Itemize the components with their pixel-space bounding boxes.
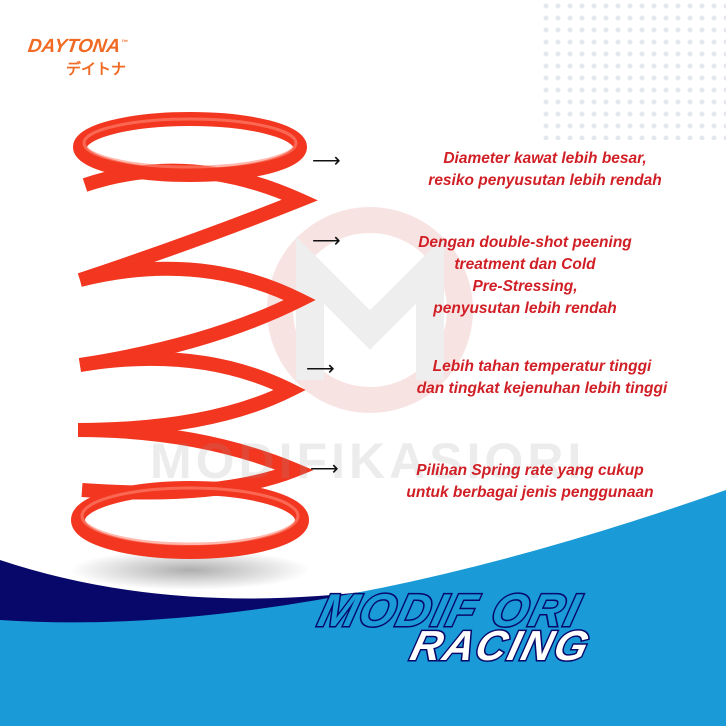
arrow-icon: ⟶: [306, 358, 335, 380]
feature-line: Diameter kawat lebih besar,: [443, 150, 647, 167]
feature-line: untuk berbagai jenis penggunaan: [406, 484, 654, 501]
feature-line: dan tingkat kejenuhan lebih tinggi: [416, 380, 668, 397]
feature-line: penyusutan lebih rendah: [433, 300, 617, 317]
trademark: ™: [120, 39, 129, 47]
feature-line: treatment dan Cold: [454, 256, 596, 273]
feature-3: Lebih tahan temperatur tinggi dan tingka…: [372, 356, 712, 400]
arrow-icon: ⟶: [310, 458, 339, 480]
brand-name: DAYTONA: [26, 36, 122, 57]
dot-pattern: [540, 0, 726, 140]
feature-2: Dengan double-shot peening treatment dan…: [380, 232, 670, 320]
spring-shadow: [70, 550, 310, 590]
blue-background: [0, 490, 726, 726]
racing-logo: RACING: [405, 621, 597, 671]
feature-line: Pre-Stressing,: [472, 278, 578, 295]
daytona-logo: DAYTONA™: [26, 36, 129, 58]
feature-1: Diameter kawat lebih besar, resiko penyu…: [380, 148, 710, 192]
arrow-icon: ⟶: [312, 230, 341, 252]
feature-line: Dengan double-shot peening: [418, 234, 632, 251]
daytona-logo-jp: デイトナ: [66, 61, 127, 78]
watermark-text: MODIFIKASIORI: [150, 433, 586, 489]
feature-line: Lebih tahan temperatur tinggi: [432, 358, 652, 375]
feature-line: Pilihan Spring rate yang cukup: [416, 462, 644, 479]
feature-4: Pilihan Spring rate yang cukup untuk ber…: [370, 460, 690, 504]
feature-line: resiko penyusutan lebih rendah: [428, 172, 662, 189]
arrow-icon: ⟶: [312, 150, 341, 172]
